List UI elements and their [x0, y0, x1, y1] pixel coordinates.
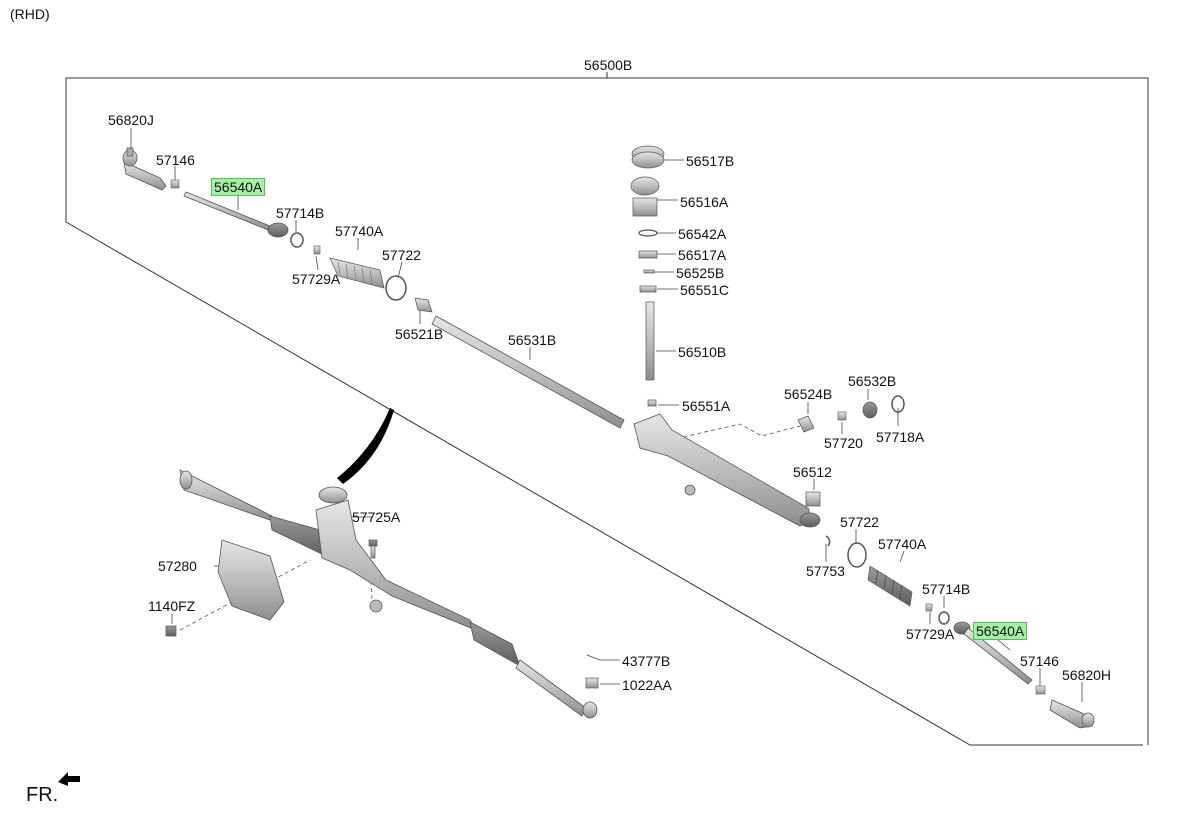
leader-lines [130, 128, 1083, 702]
callout-c7[interactable]: 57729A [292, 271, 341, 287]
bush-56521b [414, 297, 433, 313]
clip-57729a-left [313, 245, 321, 255]
callout-c12[interactable]: 56542A [678, 226, 727, 242]
nut-right [1035, 685, 1046, 695]
callout-c11[interactable]: 56516A [680, 194, 729, 210]
callout-c1[interactable]: 56820J [108, 112, 154, 128]
callout-c15[interactable]: 56551C [680, 282, 730, 298]
callout-c21[interactable]: 57718A [876, 429, 925, 445]
clamp-57722-left [385, 275, 407, 301]
front-direction-label: FR. [26, 784, 59, 806]
callout-c23[interactable]: 57722 [840, 514, 879, 530]
plug-56532b [862, 401, 878, 419]
callout-c32[interactable]: 57280 [158, 558, 197, 574]
clip-57714b-left [290, 232, 304, 248]
callout-c6[interactable]: 57722 [382, 247, 421, 263]
callout-c35[interactable]: 1022AA [622, 677, 672, 693]
tie-rod-end-right [1049, 699, 1095, 729]
callout-c10[interactable]: 56517B [686, 153, 735, 169]
assembled-steering-gear [179, 469, 598, 719]
callout-c13[interactable]: 56517A [678, 247, 727, 263]
callout-c17[interactable]: 56551A [682, 398, 731, 414]
callout-c30[interactable]: 56820H [1062, 667, 1112, 683]
callout-c29[interactable]: 57146 [1020, 653, 1059, 669]
callout-c28-highlighted[interactable]: 56540A [973, 622, 1028, 640]
callout-c20[interactable]: 57720 [824, 435, 863, 451]
inner-tie-rod-left [183, 191, 289, 238]
callout-c2[interactable]: 57146 [156, 152, 195, 168]
callout-c9[interactable]: 56531B [508, 332, 557, 348]
spring-57720 [837, 411, 847, 421]
inner-tie-rod-right [953, 621, 1033, 685]
clip-57729a-right [925, 603, 933, 612]
clip-57714b-right [938, 611, 950, 625]
callout-c16[interactable]: 56510B [678, 344, 727, 360]
clamp-57722-right [847, 542, 867, 568]
callout-c34[interactable]: 43777B [622, 653, 671, 669]
callout-c26[interactable]: 57714B [922, 581, 971, 597]
nut-left [170, 179, 180, 189]
callout-c14[interactable]: 56525B [676, 265, 725, 281]
assembly-boundary [65, 72, 1149, 746]
callout-c4[interactable]: 57714B [276, 205, 325, 221]
heat-shield-57280 [217, 539, 285, 621]
callout-c24[interactable]: 57753 [806, 563, 845, 579]
oring-57718a [891, 395, 905, 413]
bolt-1140fz [165, 625, 177, 637]
bellows-boot-left [329, 257, 385, 289]
callout-c5[interactable]: 57740A [335, 223, 384, 239]
callout-c25[interactable]: 57740A [878, 536, 927, 552]
detail-pointer [337, 408, 394, 484]
cap-1022aa [585, 677, 599, 689]
front-arrow-icon [58, 772, 80, 786]
callout-c19[interactable]: 56532B [848, 373, 897, 389]
rhd-note: (RHD) [10, 6, 50, 22]
clip-57753 [825, 535, 831, 547]
bush-56524b [797, 415, 815, 433]
tie-rod-end-left [122, 147, 167, 191]
callout-c31[interactable]: 57725A [352, 509, 401, 525]
bellows-boot-right [867, 565, 913, 607]
callout-c22[interactable]: 56512 [793, 464, 832, 480]
callout-c18[interactable]: 56524B [784, 386, 833, 402]
assembly-callout[interactable]: 56500B [584, 57, 633, 73]
callout-c33[interactable]: 1140FZ [148, 598, 196, 614]
bolt-57725a [368, 539, 378, 559]
pinion-stack [630, 145, 665, 407]
rack-housing-right [633, 413, 821, 528]
rack-bar-56531b [431, 315, 625, 429]
callout-c8[interactable]: 56521B [395, 326, 444, 342]
callout-c3-highlighted[interactable]: 56540A [211, 178, 266, 196]
callout-c27[interactable]: 57729A [906, 626, 955, 642]
yoke-56512 [805, 491, 821, 507]
